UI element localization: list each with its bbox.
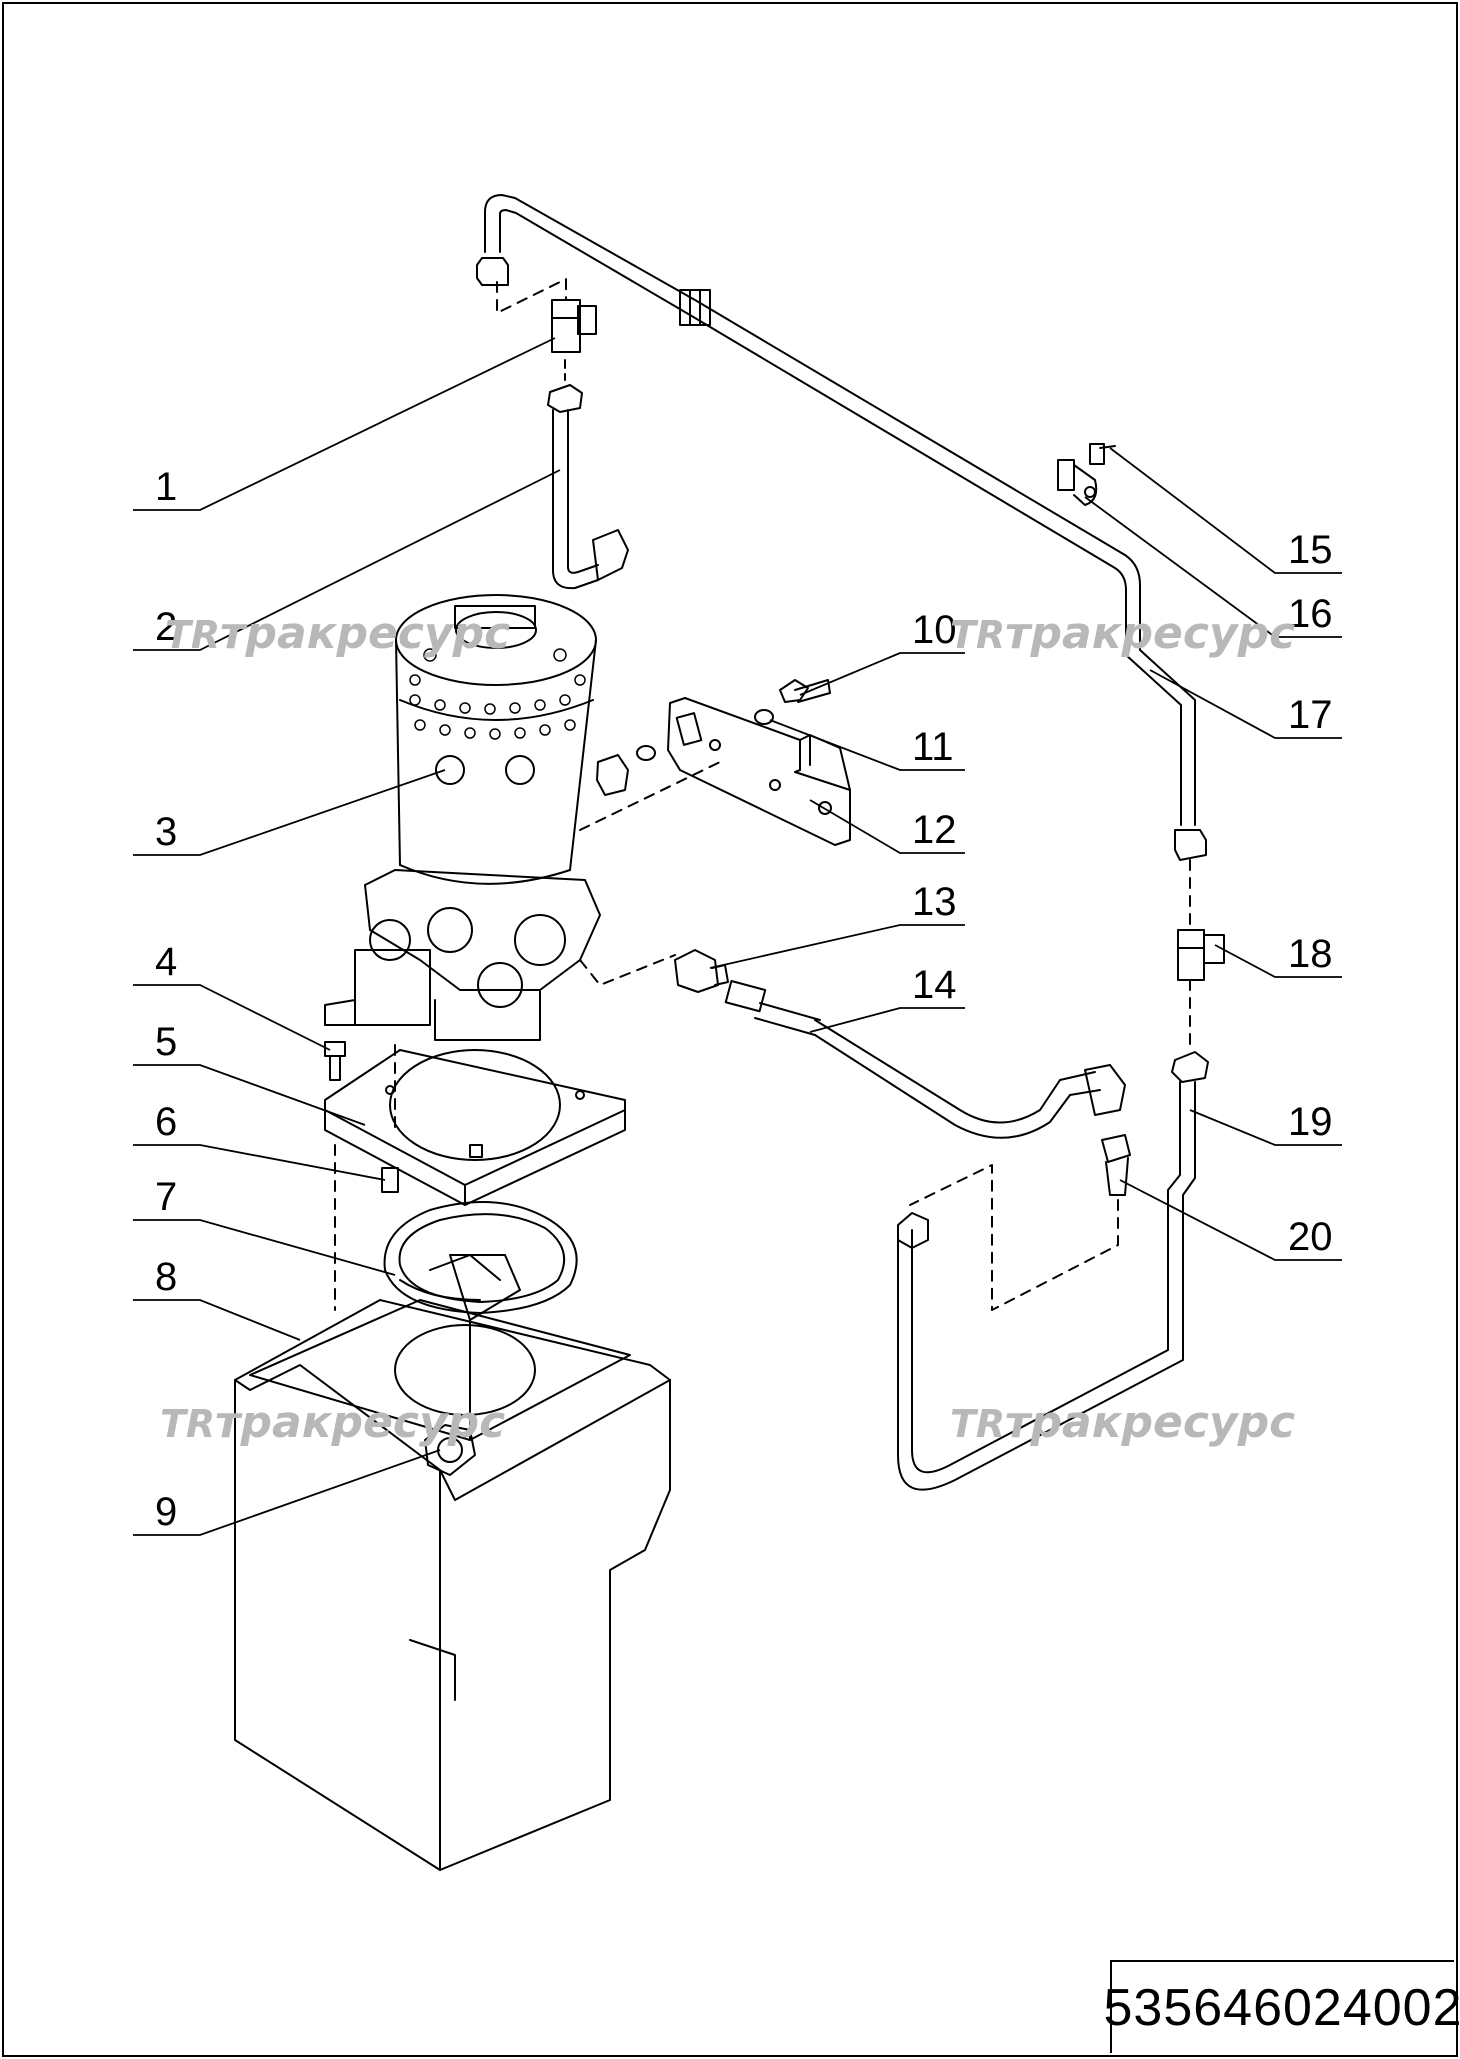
callout-12: 12 xyxy=(912,808,957,852)
callout-1: 1 xyxy=(155,465,177,509)
leaders-right xyxy=(709,447,1342,1261)
callout-3: 3 xyxy=(155,810,177,854)
callout-15: 15 xyxy=(1288,528,1333,572)
bolt-4 xyxy=(324,1041,346,1081)
svg-text:TR: TR xyxy=(160,1402,215,1446)
callout-18: 18 xyxy=(1288,932,1333,976)
bolt-10 xyxy=(779,679,831,703)
bracket-12 xyxy=(667,697,851,846)
callout-9: 9 xyxy=(155,1490,177,1534)
svg-text:тракресурс: тракресурс xyxy=(1005,1397,1295,1448)
callout-14: 14 xyxy=(912,963,957,1007)
callout-17: 17 xyxy=(1288,693,1333,737)
callout-10: 10 xyxy=(912,608,957,652)
ring-seal-7 xyxy=(383,1201,578,1314)
short-pipe-2 xyxy=(547,384,629,590)
svg-text:TR: TR xyxy=(950,613,1005,657)
pipe-19 xyxy=(897,1051,1209,1491)
watermarks: TR тракресурс TR тракресурс TR тракресур… xyxy=(160,608,1295,1448)
callout-7: 7 xyxy=(155,1175,177,1219)
pump-motor-unit-3 xyxy=(324,594,601,1041)
bolt-15 xyxy=(1089,443,1116,465)
dash-link-20 xyxy=(909,1164,1119,1311)
svg-text:тракресурс: тракресурс xyxy=(1005,608,1295,659)
callout-20: 20 xyxy=(1288,1215,1333,1259)
watermark-1: TR тракресурс xyxy=(165,608,510,659)
leaders-left xyxy=(133,337,561,1536)
dash-link-12 xyxy=(579,761,721,831)
callout-19: 19 xyxy=(1288,1100,1333,1144)
watermark-3: TR тракресурс xyxy=(160,1397,505,1448)
upper-pipe xyxy=(476,194,1207,861)
washers-11 xyxy=(596,709,774,796)
dash-link-1 xyxy=(496,278,567,314)
svg-text:TR: TR xyxy=(165,613,220,657)
fitting-13 xyxy=(674,949,729,993)
callout-13: 13 xyxy=(912,880,957,924)
flange-plate-5 xyxy=(324,1049,626,1206)
tee-fitting-18 xyxy=(1177,929,1225,981)
callout-6: 6 xyxy=(155,1100,177,1144)
watermark-4: TR тракресурс xyxy=(950,1397,1295,1448)
nipple-20 xyxy=(1101,1134,1131,1196)
tank-8 xyxy=(234,1254,671,1871)
part-number: 535646024002 xyxy=(1103,1978,1460,2037)
dash-link-13 xyxy=(579,954,676,986)
part-number-box: 535646024002 xyxy=(1103,1960,1460,2053)
watermark-2: TR тракресурс xyxy=(950,608,1295,659)
callout-5: 5 xyxy=(155,1020,177,1064)
callout-labels: 1 2 3 4 5 6 7 8 9 10 11 12 13 14 15 16 1… xyxy=(155,465,1333,1534)
callout-4: 4 xyxy=(155,940,177,984)
svg-text:тракресурс: тракресурс xyxy=(220,608,510,659)
clip-16 xyxy=(1057,459,1098,506)
callout-8: 8 xyxy=(155,1255,177,1299)
hose-14 xyxy=(724,979,1126,1139)
callout-11: 11 xyxy=(912,725,954,769)
callout-2: 2 xyxy=(155,605,177,649)
svg-text:тракресурс: тракресурс xyxy=(215,1397,505,1448)
svg-text:TR: TR xyxy=(950,1402,1005,1446)
tee-fitting-1 xyxy=(551,299,597,353)
callout-16: 16 xyxy=(1288,592,1333,636)
